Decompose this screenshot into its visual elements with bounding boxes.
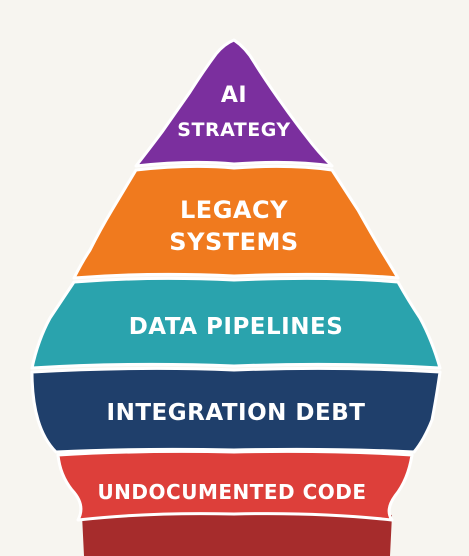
label-data-pipelines: DATA PIPELINES <box>129 314 344 340</box>
layer-integration-debt <box>30 366 442 454</box>
layer-ai-strategy <box>134 38 334 168</box>
label-undocumented-code: UNDOCUMENTED CODE <box>97 480 366 504</box>
label-legacy-line2: SYSTEMS <box>169 228 298 256</box>
layer-legacy-systems <box>72 164 400 280</box>
label-ai-line2: STRATEGY <box>177 119 290 141</box>
base-rubble <box>82 507 392 556</box>
layer-undocumented-code <box>56 449 414 522</box>
layer-data-pipelines <box>30 276 442 370</box>
label-legacy-line1: LEGACY <box>180 196 288 224</box>
label-ai-line1: AI <box>221 83 247 108</box>
label-integration-debt: INTEGRATION DEBT <box>107 400 366 426</box>
